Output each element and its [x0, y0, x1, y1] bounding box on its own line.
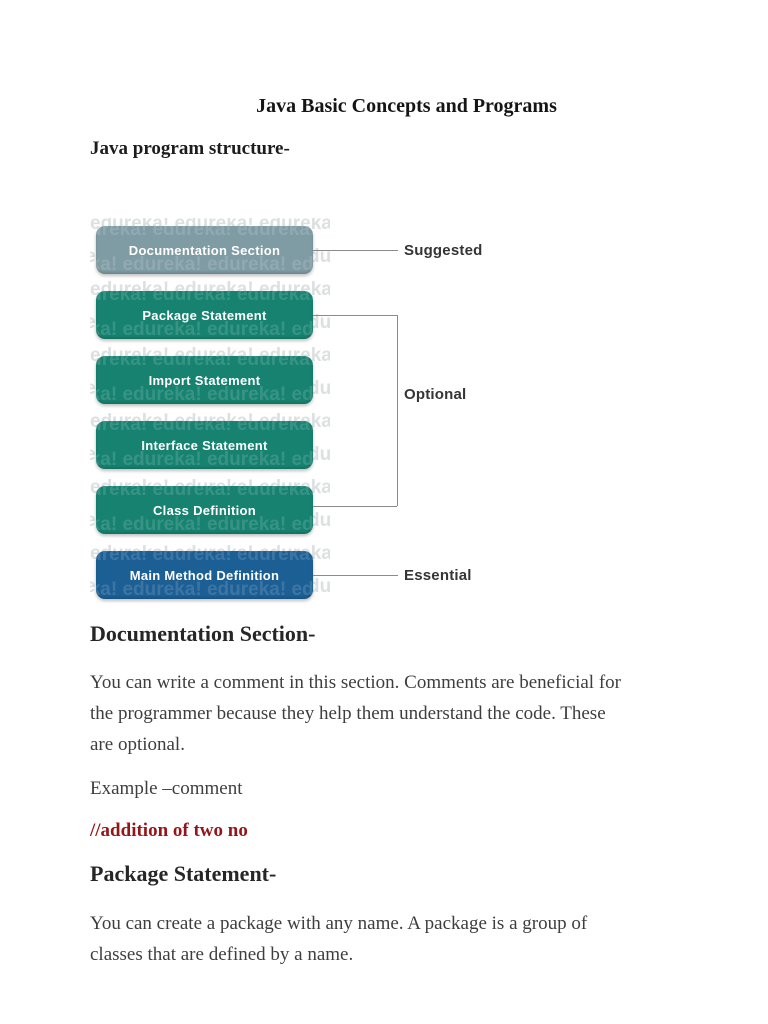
flow-box-documentation-section: edureka! edureka! edureka! edureka! edur…: [96, 226, 313, 274]
flow-box-label: Class Definition: [152, 502, 257, 518]
paragraph-example-comment: Example –comment: [90, 778, 243, 799]
heading-package-statement: Package Statement-: [90, 861, 277, 886]
connector-line-optional-vertical: [397, 315, 398, 506]
connector-line-essential: [313, 575, 398, 576]
section-title-java-program-structure: Java program structure-: [90, 138, 290, 159]
flow-box-interface-statement: edureka! edureka! edureka! edureka! edur…: [96, 421, 313, 469]
flow-box-package-statement: edureka! edureka! edureka! edureka! edur…: [96, 291, 313, 339]
connector-line-optional-top: [313, 315, 397, 316]
flow-box-label: Documentation Section: [128, 242, 281, 258]
connector-line-optional-bottom: [313, 506, 397, 507]
annotation-essential: Essential: [404, 567, 472, 584]
flow-box-class-definition: edureka! edureka! edureka! edureka! edur…: [96, 486, 313, 534]
flow-box-label: Import Statement: [148, 372, 261, 388]
connector-line-suggested: [313, 250, 398, 251]
flow-box-label: Package Statement: [142, 307, 267, 323]
heading-documentation-section: Documentation Section-: [90, 621, 316, 646]
page-title: Java Basic Concepts and Programs: [256, 95, 557, 117]
flow-box-main-method-definition: edureka! edureka! edureka! edureka! edur…: [96, 551, 313, 599]
flow-box-import-statement: edureka! edureka! edureka! edureka! edur…: [96, 356, 313, 404]
flow-box-label: Main Method Definition: [129, 567, 280, 583]
java-program-structure-diagram: edureka! edureka! edureka! edureka! edur…: [0, 218, 768, 614]
paragraph-documentation-body: You can write a comment in this section.…: [90, 672, 621, 755]
code-comment-addition-of-two-no: //addition of two no: [90, 820, 248, 841]
flow-box-label: Interface Statement: [141, 437, 268, 453]
paragraph-package-body: You can create a package with any name. …: [90, 913, 588, 965]
annotation-suggested: Suggested: [404, 242, 483, 259]
annotation-optional: Optional: [404, 386, 467, 403]
